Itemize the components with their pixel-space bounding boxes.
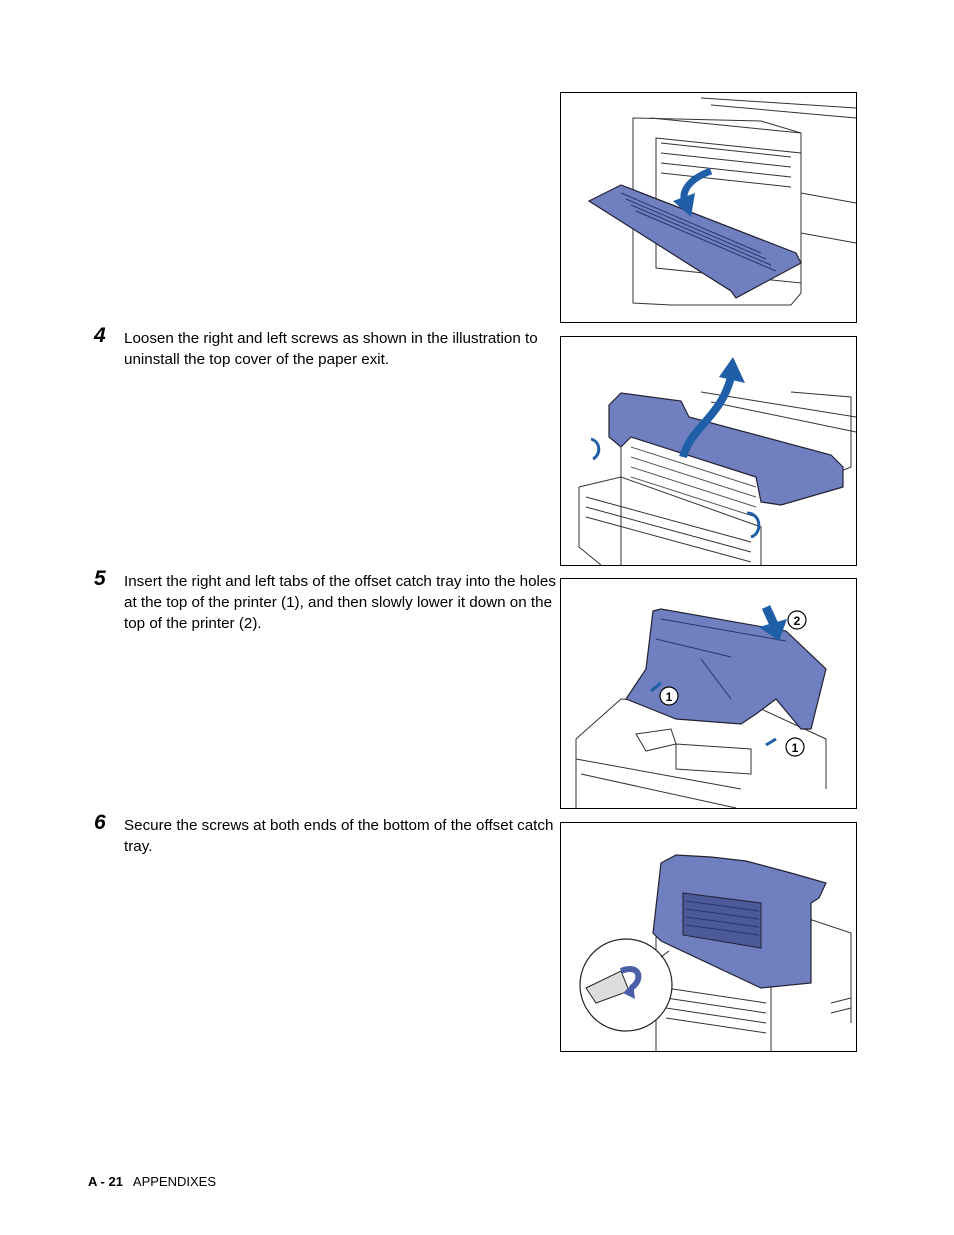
step-text: Loosen the right and left screws as show…	[124, 330, 538, 368]
figure-remove-top-cover	[560, 336, 857, 566]
page-number: A - 21	[88, 1174, 123, 1189]
step-number: 5	[94, 567, 106, 590]
section-name: APPENDIXES	[132, 1174, 217, 1189]
offset-tray-illustration: 2 1 1	[575, 605, 827, 808]
step-5: 5 Insert the right and left tabs of the …	[94, 567, 556, 637]
callout-circle	[659, 686, 679, 706]
secure-screws-illustration	[579, 854, 852, 1051]
step-number: 6	[94, 811, 106, 834]
callout-label: 1	[792, 741, 799, 755]
step-4: 4 Loosen the right and left screws as sh…	[94, 324, 556, 372]
printer-top-cover-illustration	[578, 357, 856, 565]
step-text: Secure the screws at both ends of the bo…	[124, 817, 554, 855]
callout-label: 2	[794, 614, 801, 628]
printer-rear-cover-illustration	[587, 97, 856, 306]
figure-install-offset-tray: 2 1 1	[560, 578, 857, 809]
figure-open-rear-cover	[560, 92, 857, 323]
step-6: 6 Secure the screws at both ends of the …	[94, 811, 556, 859]
step-text: Insert the right and left tabs of the of…	[124, 573, 556, 632]
callout-circle	[787, 610, 807, 630]
callout-label: 1	[666, 690, 673, 704]
step-number: 4	[94, 324, 106, 347]
figure-secure-screws	[560, 822, 857, 1052]
callout-circle	[785, 737, 805, 757]
page-footer: A - 21 APPENDIXES	[88, 1174, 216, 1189]
